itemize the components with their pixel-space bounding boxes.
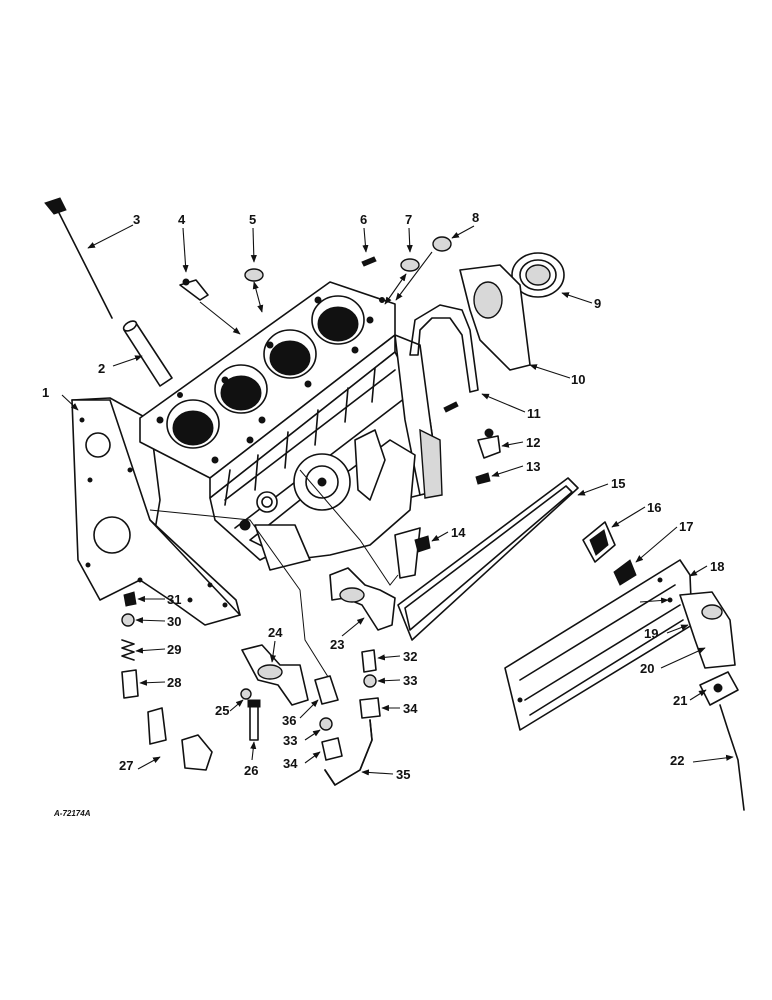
callout-29: 29: [167, 642, 181, 657]
fitting: [475, 472, 491, 485]
callout-30: 30: [167, 614, 181, 629]
callout-32: 32: [403, 649, 417, 664]
cap: [123, 591, 137, 607]
callout-14: 14: [451, 525, 466, 540]
expansion-plug: [244, 268, 264, 282]
screen: [613, 559, 637, 586]
dipstick-tube: [122, 320, 173, 387]
bolt: [247, 699, 261, 741]
cylinder-bores: [166, 295, 365, 449]
callout-12: 12: [526, 435, 540, 450]
oil-pressure-sender: [477, 428, 501, 459]
plunger: [121, 613, 135, 627]
relief-valve: [394, 527, 431, 579]
callout-25: 25: [215, 703, 229, 718]
callout-15: 15: [611, 476, 625, 491]
expansion-plug-large: [432, 236, 452, 252]
breather-elbow: [679, 591, 736, 669]
callout-7: 7: [405, 212, 412, 227]
elbow: [314, 675, 339, 705]
tube-flange: [699, 671, 739, 706]
figure-reference-code: A-72174A: [53, 809, 91, 818]
bearing-cap-pair: [147, 707, 213, 771]
dipstick: [44, 197, 113, 319]
callout-labels: 1 2 3 4 5 6 7 8 9 10 11 12 13 14 15 16 1…: [42, 210, 724, 782]
engine-block: [71, 281, 443, 681]
callout-28: 28: [167, 675, 181, 690]
callout-22: 22: [670, 753, 684, 768]
callout-19: 19: [644, 626, 658, 641]
callout-27: 27: [119, 758, 133, 773]
callout-26: 26: [244, 763, 258, 778]
callout-24: 24: [268, 625, 283, 640]
dowel-pin: [361, 256, 377, 267]
expansion-plug-small: [400, 258, 420, 272]
rear-oil-seal: [511, 252, 565, 298]
callout-33: 33: [403, 673, 417, 688]
callout-31: 31: [167, 592, 181, 607]
seal-retainer: [459, 264, 531, 371]
retainer-gasket: [409, 304, 479, 393]
callout-6: 6: [360, 212, 367, 227]
callout-36: 36: [282, 713, 296, 728]
callout-23: 23: [330, 637, 344, 652]
plug: [121, 669, 139, 699]
callout-9: 9: [594, 296, 601, 311]
main-bearing-cap: [329, 567, 396, 631]
callout-34b: 34: [283, 756, 298, 771]
callout-11: 11: [527, 406, 541, 421]
callout-1: 1: [42, 385, 49, 400]
callout-8: 8: [472, 210, 479, 225]
callout-33b: 33: [283, 733, 297, 748]
cover-plate: [582, 521, 616, 563]
callout-5: 5: [249, 212, 256, 227]
spring: [121, 639, 135, 661]
callout-16: 16: [647, 500, 661, 515]
pan-gasket: [397, 477, 579, 641]
callout-13: 13: [526, 459, 540, 474]
nut-lower: [321, 737, 343, 761]
drain-valve: [179, 278, 209, 301]
callout-17: 17: [679, 519, 693, 534]
callout-3: 3: [133, 212, 140, 227]
side-cover: [504, 559, 693, 731]
callout-10: 10: [571, 372, 585, 387]
sleeve: [363, 674, 377, 688]
breather-tube: [719, 704, 745, 811]
callout-20: 20: [640, 661, 654, 676]
leader-lines: [61, 224, 734, 776]
callout-21: 21: [673, 693, 687, 708]
callout-34: 34: [403, 701, 418, 716]
callout-35: 35: [396, 767, 410, 782]
callout-2: 2: [98, 361, 105, 376]
bearing-cap: [241, 644, 309, 706]
callout-18: 18: [710, 559, 724, 574]
callout-4: 4: [178, 212, 186, 227]
washer: [240, 688, 252, 700]
connector: [361, 649, 377, 673]
nut: [359, 697, 381, 719]
sleeve-lower: [319, 717, 333, 731]
